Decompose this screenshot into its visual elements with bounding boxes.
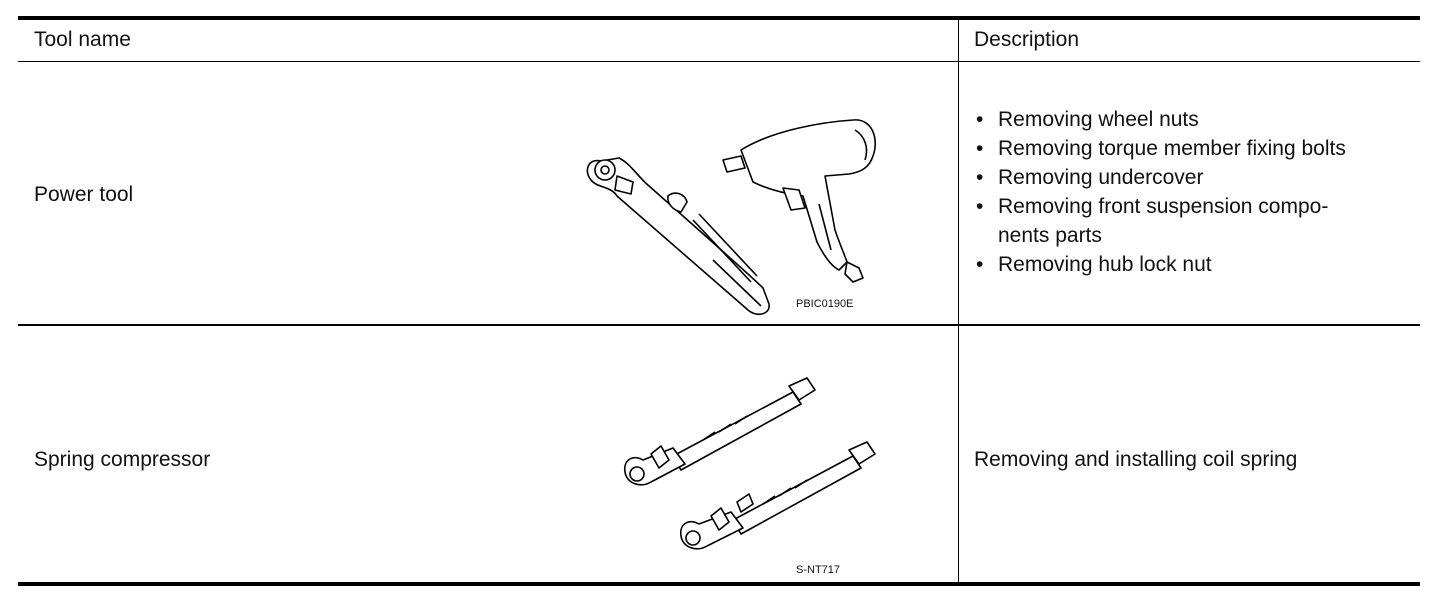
figure-code-spring-compressor: S-NT717	[796, 564, 841, 576]
header-tool-name: Tool name	[34, 28, 131, 51]
list-item: Removing torque member fixing bolts	[974, 134, 1398, 163]
tools-table: Tool name Description Power tool	[18, 16, 1420, 586]
description-spring-compressor: Removing and installing coil spring	[974, 448, 1298, 471]
figure-code-power-tool: PBIC0190E	[796, 298, 854, 310]
column-divider	[958, 20, 959, 582]
table-header-row: Tool name Description	[18, 20, 1420, 62]
header-description: Description	[974, 28, 1080, 51]
power-tool-illustration	[586, 119, 877, 316]
table-row: Power tool PBIC0190E Rem	[18, 62, 1420, 326]
list-item: Removing wheel nuts	[974, 105, 1398, 134]
description-list-power-tool: Removing wheel nuts Removing torque memb…	[974, 105, 1398, 279]
table-row: Spring compressor S-NT717 Remov	[18, 326, 1420, 582]
tool-name-power-tool: Power tool	[34, 183, 134, 206]
spring-compressor-illustration	[623, 377, 876, 550]
list-item: Removing front suspension compo- nents p…	[974, 192, 1398, 250]
list-item: Removing hub lock nut	[974, 250, 1398, 279]
list-item: Removing undercover	[974, 163, 1398, 192]
tool-name-spring-compressor: Spring compressor	[34, 448, 211, 471]
